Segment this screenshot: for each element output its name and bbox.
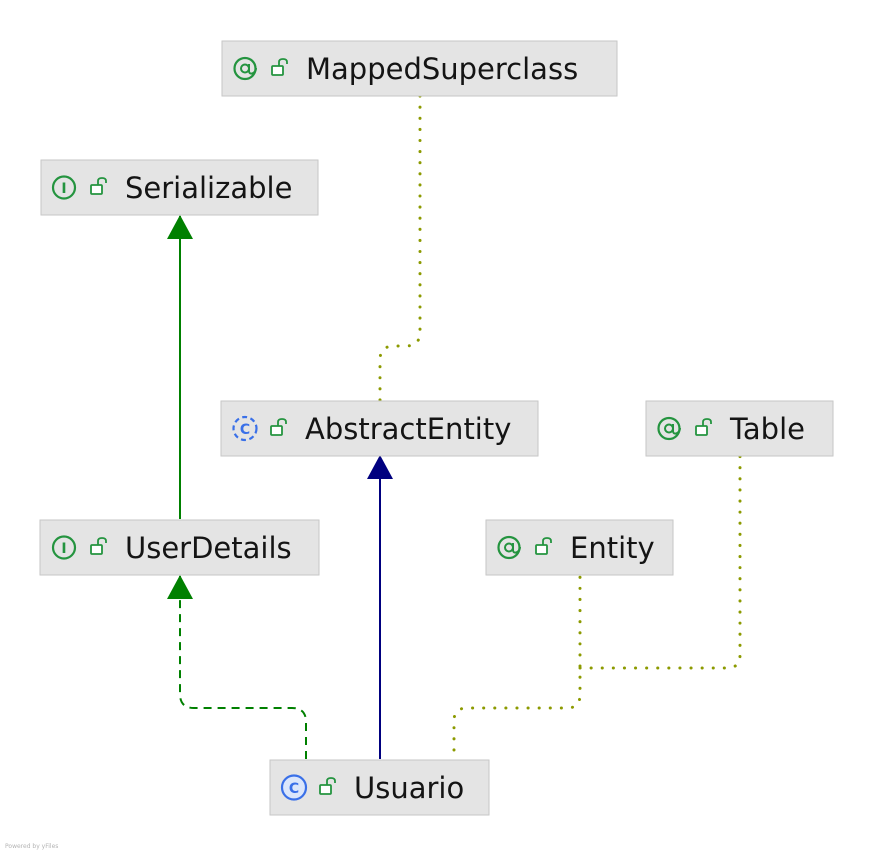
class-c-icon: C bbox=[280, 774, 308, 801]
node-label: MappedSuperclass bbox=[306, 52, 578, 86]
node-label: Usuario bbox=[354, 771, 464, 805]
svg-text:C: C bbox=[240, 422, 250, 438]
edge-usuario-annotated-entity bbox=[452, 574, 582, 752]
at-sign-icon bbox=[497, 535, 521, 560]
edge-usuario-annotated-table bbox=[578, 454, 742, 670]
edge-usuario-implements-userdetails bbox=[167, 575, 307, 759]
at-sign-icon bbox=[233, 56, 257, 81]
open-lock-icon bbox=[319, 777, 336, 795]
node-entity[interactable]: Entity bbox=[485, 519, 674, 576]
open-lock-icon bbox=[90, 177, 107, 195]
watermark: Powered by yFiles bbox=[5, 843, 59, 850]
at-sign-icon bbox=[657, 416, 681, 441]
node-label: Serializable bbox=[125, 171, 292, 205]
node-mapped-superclass[interactable]: MappedSuperclass bbox=[221, 40, 618, 97]
node-label: UserDetails bbox=[125, 531, 292, 565]
svg-text:C: C bbox=[289, 781, 299, 797]
edge-abstract-entity-annotated-mapped-superclass bbox=[378, 94, 422, 402]
node-label: Entity bbox=[570, 531, 655, 565]
open-lock-icon bbox=[270, 418, 287, 436]
open-lock-icon bbox=[535, 537, 552, 555]
node-table[interactable]: Table bbox=[645, 400, 834, 457]
node-usuario[interactable]: C Usuario bbox=[269, 759, 490, 816]
node-abstract-entity[interactable]: C AbstractEntity bbox=[220, 400, 539, 457]
node-user-details[interactable]: I UserDetails bbox=[39, 519, 320, 576]
open-lock-icon bbox=[695, 418, 712, 436]
node-label: Table bbox=[729, 412, 805, 446]
abstract-class-c-icon: C bbox=[232, 415, 258, 442]
svg-text:I: I bbox=[61, 541, 66, 557]
interface-i-icon: I bbox=[51, 175, 77, 200]
open-lock-icon bbox=[271, 58, 288, 76]
open-lock-icon bbox=[90, 537, 107, 555]
node-serializable[interactable]: I Serializable bbox=[40, 159, 319, 216]
svg-text:I: I bbox=[61, 181, 66, 197]
node-label: AbstractEntity bbox=[305, 412, 511, 446]
interface-i-icon: I bbox=[51, 535, 77, 560]
